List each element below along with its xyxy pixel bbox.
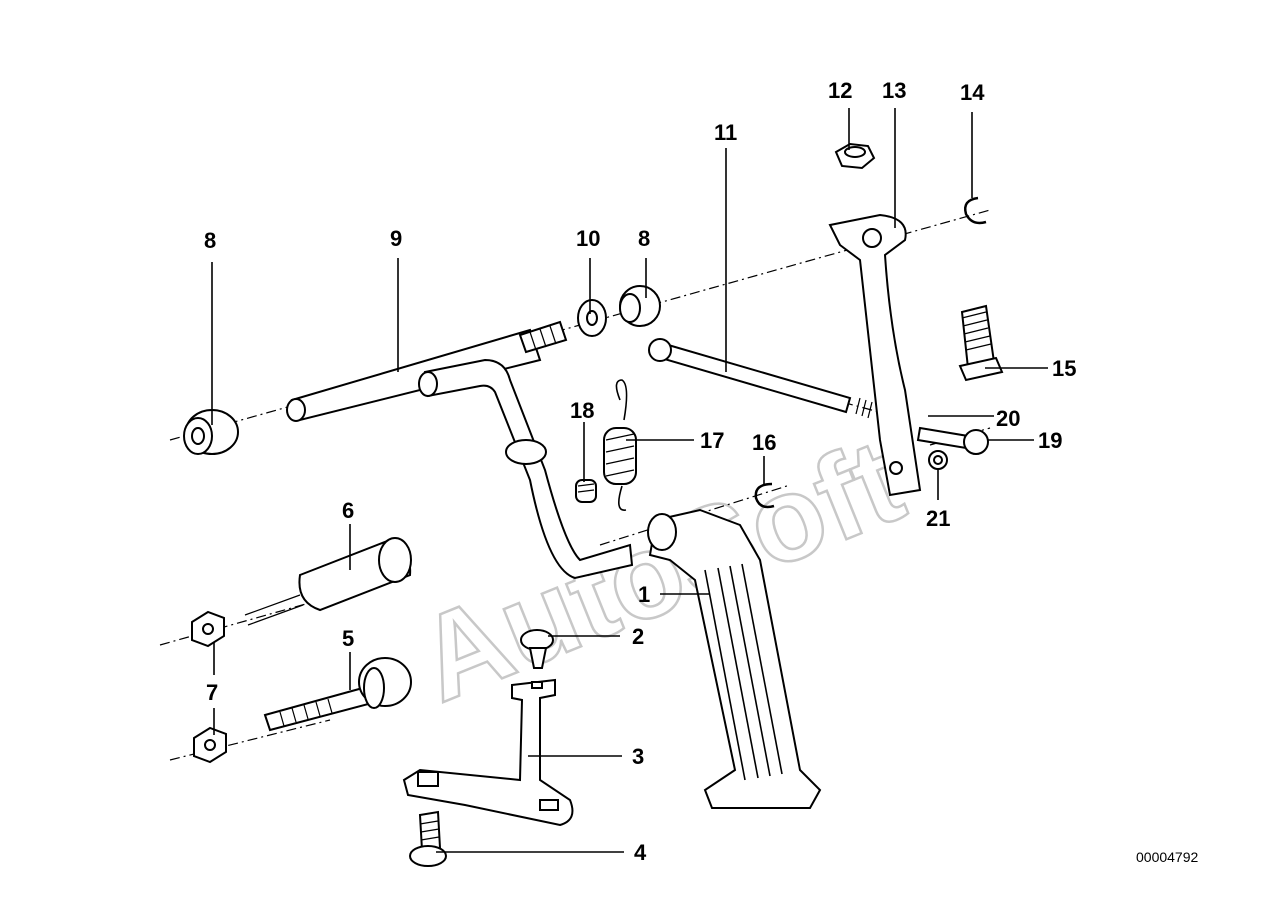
callout-14: 14 (960, 80, 985, 105)
callout-9: 9 (390, 226, 402, 251)
callout-3: 3 (632, 744, 644, 769)
pedal-shaft (286, 320, 568, 422)
washer (577, 299, 607, 337)
callout-19: 19 (1038, 428, 1062, 453)
callout-labels: 1 2 3 4 5 6 7 8 9 10 8 11 12 13 14 15 16… (204, 78, 1076, 865)
callout-6: 6 (342, 498, 354, 523)
callout-11: 11 (714, 120, 737, 145)
callout-4: 4 (634, 840, 647, 865)
stop-sleeve (244, 537, 412, 626)
callout-13: 13 (882, 78, 906, 103)
callout-2: 2 (632, 624, 644, 649)
grommet-left (183, 409, 239, 455)
callout-1: 1 (638, 582, 650, 607)
clip-top (964, 196, 987, 225)
callout-21: 21 (926, 506, 950, 531)
callout-8b: 8 (638, 226, 650, 251)
reference-number: 00004792 (1136, 849, 1199, 865)
top-nut (834, 142, 876, 170)
accelerator-pedal (647, 508, 822, 809)
leader-lines (211, 108, 1048, 853)
upper-lever (828, 213, 922, 497)
callout-7: 7 (206, 680, 218, 705)
adjusting-screw (263, 657, 412, 732)
stop-bracket (402, 678, 574, 827)
callout-10: 10 (576, 226, 600, 251)
ball-pin (916, 426, 989, 455)
rubber-buffer (520, 629, 554, 669)
lock-nut-lower (193, 726, 227, 764)
callout-8a: 8 (204, 228, 216, 253)
lower-nut (928, 450, 948, 470)
callout-16: 16 (752, 430, 776, 455)
connecting-rod (648, 338, 873, 419)
clip-lower (754, 482, 775, 509)
callout-12: 12 (828, 78, 852, 103)
callout-5: 5 (342, 626, 354, 651)
callout-17: 17 (700, 428, 724, 453)
bracket-bolt (409, 810, 447, 867)
grommet-right (619, 285, 661, 327)
callout-15: 15 (1052, 356, 1076, 381)
callout-20: 20 (996, 406, 1020, 431)
lock-nut-upper (191, 610, 225, 648)
small-spring (575, 479, 597, 503)
lever-bolt (958, 304, 1004, 382)
pedal-arm (418, 358, 634, 580)
watermark-text: AutoSoft (400, 413, 920, 727)
return-spring (603, 379, 637, 511)
callout-18: 18 (570, 398, 594, 423)
